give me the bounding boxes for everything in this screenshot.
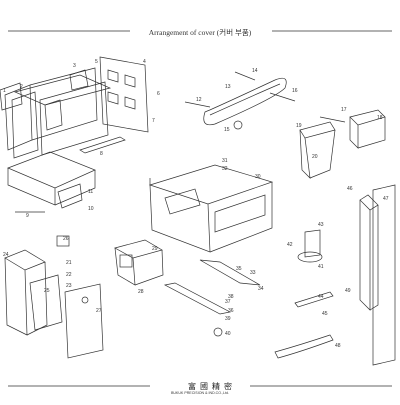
- callout-4: 4: [143, 59, 146, 65]
- company-logo-text: 富國精密: [188, 382, 236, 391]
- callout-37: 37: [225, 299, 231, 305]
- callout-33: 33: [250, 270, 256, 276]
- callout-28: 28: [138, 289, 144, 295]
- callout-11: 11: [88, 189, 93, 195]
- callout-22: 22: [66, 272, 72, 278]
- callout-19: 19: [296, 123, 302, 129]
- callout-14: 14: [252, 68, 258, 74]
- callout-44: 44: [318, 294, 324, 300]
- drawing-title-text: Arrangement of cover (커버 부품): [144, 28, 256, 37]
- callout-36: 36: [228, 308, 234, 314]
- callout-8: 8: [100, 151, 103, 157]
- callout-35: 35: [236, 266, 242, 272]
- main-box-assembly: [148, 164, 274, 253]
- callout-16: 16: [292, 88, 298, 94]
- callout-15: 15: [224, 127, 230, 133]
- belt-assembly: [184, 71, 296, 130]
- callout-23: 23: [66, 283, 72, 289]
- callout-18: 18: [377, 115, 383, 121]
- small-bracket-assembly: [299, 109, 386, 179]
- callout-31: 31: [222, 158, 228, 164]
- callout-3: 3: [73, 63, 76, 69]
- callout-41: 41: [318, 264, 324, 270]
- company-name: BUKUK PRECISION & IND.CO.,Ltd.: [170, 391, 230, 395]
- callout-45: 45: [322, 311, 328, 317]
- callout-7: 7: [152, 118, 155, 124]
- vertical-post-assembly: [359, 184, 396, 366]
- chain-assembly: [274, 334, 334, 359]
- callout-30: 30: [255, 174, 261, 180]
- callout-20: 20: [312, 154, 318, 160]
- callout-25: 25: [44, 288, 50, 294]
- callout-43: 43: [318, 222, 324, 228]
- callout-46: 46: [347, 186, 353, 192]
- callout-6: 6: [157, 91, 160, 97]
- motor-assembly: [294, 229, 334, 308]
- drawing-title: Arrangement of cover (커버 부품): [0, 27, 400, 38]
- callout-48: 48: [335, 343, 341, 349]
- callout-42: 42: [287, 242, 293, 248]
- control-box-assembly: [114, 239, 164, 286]
- callout-32: 32: [222, 166, 228, 172]
- callout-17: 17: [341, 107, 347, 113]
- callout-49: 49: [345, 288, 351, 294]
- callout-34: 34: [258, 286, 264, 292]
- callout-labels: 1 2 3 4 5 6 7 8 9 10 11 12 13 14 15 16 1…: [3, 59, 389, 349]
- callout-47: 47: [383, 196, 389, 202]
- callout-2: 2: [20, 84, 23, 90]
- lower-tray-assembly: [7, 151, 96, 213]
- callout-39: 39: [225, 316, 231, 322]
- callout-10: 10: [88, 206, 94, 212]
- callout-9: 9: [26, 213, 29, 219]
- side-control-panel-assembly: [4, 235, 104, 359]
- callout-21: 21: [66, 260, 72, 266]
- callout-1: 1: [3, 88, 6, 94]
- callout-24: 24: [3, 252, 9, 258]
- callout-5: 5: [95, 59, 98, 65]
- side-panel-assembly: [79, 56, 149, 154]
- callout-27: 27: [96, 308, 102, 314]
- callout-29: 29: [152, 246, 158, 252]
- rail-assembly: [163, 259, 261, 337]
- callout-12: 12: [196, 97, 202, 103]
- callout-40: 40: [225, 331, 231, 337]
- upper-housing-assembly: [0, 67, 112, 159]
- callout-26: 26: [63, 236, 69, 242]
- callout-13: 13: [225, 84, 231, 90]
- callout-38: 38: [228, 294, 234, 300]
